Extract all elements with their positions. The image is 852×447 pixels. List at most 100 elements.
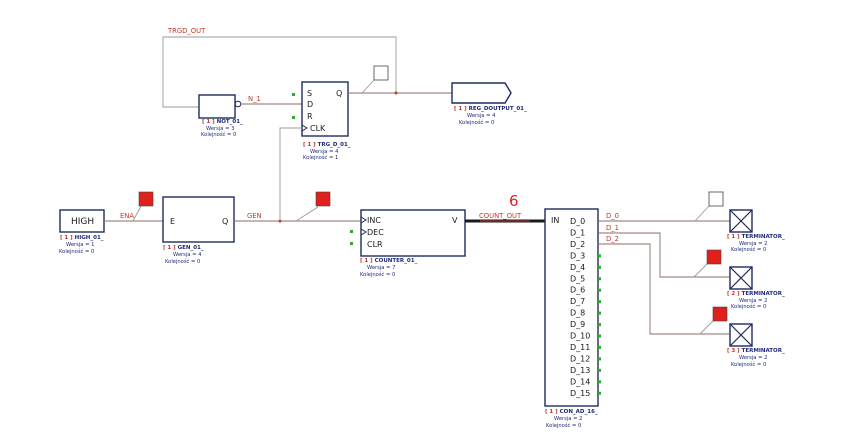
pin-dot-d12 [598,357,601,361]
terminator-2[interactable] [729,266,753,290]
trg-pin-q: Q [336,89,342,98]
probe-lead-d0 [694,205,710,222]
probe-square-d1[interactable] [706,249,722,265]
counter-pin-v: V [452,216,458,225]
signal-label-trgd-out: TRGD_OUT [167,27,206,35]
signal-label-count-out: COUNT_OUT [479,212,522,220]
conad-output-d12: D_12 [570,354,590,363]
terminator-1[interactable] [729,209,753,233]
clk-edge-marker [301,124,308,132]
conad-output-d1: D_1 [570,228,585,237]
trg-pin-s: S [307,89,312,98]
pin-dot-clr [350,242,353,245]
probe-square-d2[interactable] [712,306,728,322]
conad-output-d14: D_14 [570,377,590,386]
gen-pin-e: E [170,217,175,226]
conad-output-d5: D_5 [570,274,585,283]
not-version: Wersja = 3 [206,126,234,132]
term1-title: [ 1 ] TERMINATOR_ [727,234,785,240]
probe-lead-d2 [699,319,715,335]
term3-order: Kolejność = 0 [731,361,766,368]
junction-trg-q [394,91,398,95]
probe-square-d0[interactable] [708,191,724,207]
conad-order: Kolejność = 0 [546,422,581,429]
conad-output-d4: D_4 [570,263,585,272]
probe-lead-ena [132,205,142,222]
reg-version: Wersja = 4 [467,113,496,119]
conad-output-d9: D_9 [570,320,585,329]
term1-version: Wersja = 2 [739,241,767,247]
wire-gen-to-clk [279,127,302,221]
term2-order: Kolejność = 0 [731,303,766,310]
high-label: HIGH [71,217,94,227]
pin-dot-dec [350,230,353,233]
counter-version: Wersja = 7 [367,265,395,271]
conad-output-d0: D_0 [570,217,585,226]
gen-pin-q: Q [222,217,228,226]
probe-lead-trg [361,79,375,94]
pin-dot-d7 [598,300,601,304]
gen-block[interactable] [162,196,235,243]
conad-output-d2: D_2 [570,240,585,249]
not-bubble [234,100,242,108]
probe-square-gen[interactable] [315,191,331,207]
gen-version: Wersja = 4 [173,252,202,258]
pin-dot-r [292,116,295,119]
pin-dot-d9 [598,323,601,327]
counter-block-title: [ 1 ] COUNTER_01_ [360,258,418,264]
con-ad-16-block[interactable] [544,208,599,407]
trg-pin-d: D [307,100,313,109]
pin-dot-d4 [598,265,601,269]
gen-block-title: [ 1 ] GEN_01_ [163,245,204,251]
wire-d2 [598,243,730,335]
conad-version: Wersja = 2 [554,416,582,422]
not-gate-block[interactable] [198,94,236,119]
probe-square-ena[interactable] [138,191,154,207]
wire-d1 [598,232,730,278]
counter-block[interactable] [360,209,466,257]
conad-block-title: [ 1 ] CON_AD_16_ [545,409,598,415]
pin-dot-d15 [598,391,601,395]
reg-order: Kolejność = 0 [459,119,494,126]
pin-dot-d6 [598,288,601,292]
counter-pin-clr: CLR [367,240,383,249]
term2-version: Wersja = 2 [739,298,767,304]
conad-output-d13: D_13 [570,366,590,375]
probe-lead-gen [295,206,319,222]
signal-label-d0: D_0 [606,212,619,220]
wire-trgd-out-loop [162,36,397,108]
high-version: Wersja = 1 [66,242,94,248]
trg-pin-clk: CLK [310,124,326,133]
counter-order: Kolejność = 0 [360,271,395,278]
trg-version: Wersja = 4 [310,149,339,155]
conad-output-d6: D_6 [570,286,585,295]
probe-square-trg-q[interactable] [373,65,389,81]
high-order: Kolejność = 0 [59,248,94,255]
signal-label-gen: GEN [247,212,262,220]
term3-version: Wersja = 2 [739,355,767,361]
probe-lead-d1 [693,262,709,278]
pin-dot-d10 [598,334,601,338]
term2-title: [ 2 ] TERMINATOR_ [727,291,785,297]
conad-output-d10: D_10 [570,332,590,341]
pin-dot-d8 [598,311,601,315]
pin-dot-d3 [598,254,601,258]
count-out-value: 6 [509,192,519,210]
conad-output-pins: D_0D_1D_2D_3D_4D_5D_6D_7D_8D_9D_10D_11D_… [570,217,601,398]
signal-label-n1: N_1 [248,95,261,103]
reg-block-title: [ 1 ] REG_DOUTPUT_01_ [454,106,527,112]
pin-dot-d14 [598,380,601,384]
conad-output-d7: D_7 [570,297,585,306]
counter-pin-inc: INC [367,216,381,225]
trg-d-block[interactable] [301,81,349,137]
reg-doutput-block[interactable] [451,82,512,104]
pin-dot-d13 [598,368,601,372]
term3-title: [ 3 ] TERMINATOR_ [727,348,785,354]
terminator-3[interactable] [729,323,753,347]
conad-output-d15: D_15 [570,389,590,398]
high-block-title: [ 1 ] HIGH_01_ [60,235,104,241]
gen-order: Kolejność = 0 [165,258,200,265]
conad-output-d11: D_11 [570,343,590,352]
